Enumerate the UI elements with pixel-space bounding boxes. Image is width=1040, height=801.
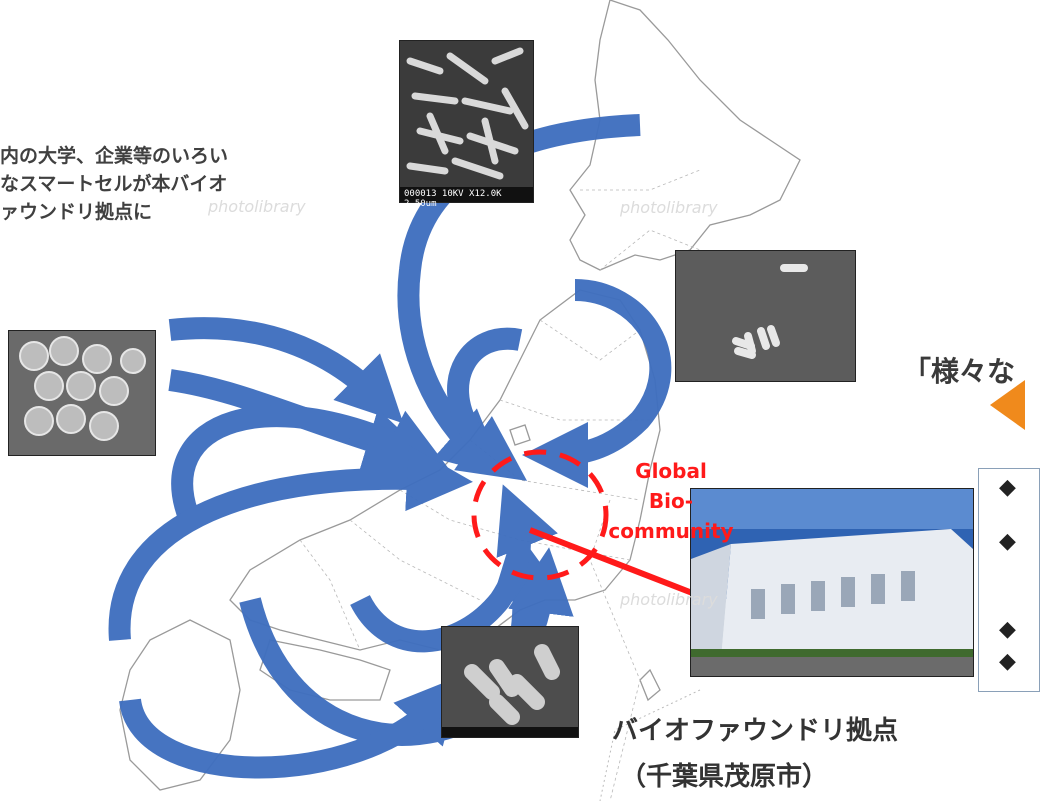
community-line-3: community <box>608 519 734 543</box>
intro-line-3: ァウンドリ拠点に <box>0 201 153 223</box>
yeast-photo <box>8 330 156 456</box>
feature-list-box: ◆ ◆ ◆ ◆ <box>978 468 1040 692</box>
foundry-name: バイオファウンドリ拠点 <box>612 716 899 746</box>
intro-line-1: 内の大学、企業等のいろい <box>0 145 229 167</box>
bullet-4: ◆ <box>999 649 1016 674</box>
intro-line-2: なスマートセルが本バイオ <box>0 173 228 195</box>
intro-text: 内の大学、企業等のいろい なスマートセルが本バイオ ァウンドリ拠点に <box>0 142 380 226</box>
arrow-loop-center <box>447 327 528 481</box>
red-arrow <box>528 527 702 599</box>
sem-caption: 000013 10KV X12.0K 2.50um <box>404 189 502 209</box>
bullet-2: ◆ <box>999 529 1016 554</box>
arrow-from-top-photo <box>397 114 641 477</box>
arrow-from-far-left-2 <box>108 445 473 641</box>
arrow-from-far-left-1 <box>171 405 450 525</box>
watermark-1: photolibrary <box>208 197 306 216</box>
bullet-1: ◆ <box>999 475 1016 500</box>
sem-photo-top: 000013 10KV X12.0K 2.50um <box>399 40 534 209</box>
arrow-from-south-2 <box>119 675 462 779</box>
community-line-2: Bio- <box>648 489 694 513</box>
coccobacilli-image <box>442 627 578 737</box>
bullet-3: ◆ <box>999 617 1016 642</box>
arrow-from-right-photo <box>522 279 672 488</box>
rod-bacteria-image <box>400 41 533 202</box>
community-line-1: Global <box>635 459 707 483</box>
sem-photo-bottom <box>441 626 579 738</box>
yeast-cells-image <box>9 331 155 455</box>
sem-photo-right <box>675 250 856 382</box>
rod-bacteria-small-image <box>676 251 855 381</box>
orange-accent <box>990 380 1025 430</box>
arrow-loop-lower <box>350 484 558 653</box>
foundry-building-photo <box>690 488 974 677</box>
foundry-city: （千葉県茂原市） <box>620 762 829 792</box>
building-image <box>691 489 973 676</box>
right-heading: 「様々な <box>903 355 1016 388</box>
watermark-3: photolibrary <box>620 590 718 609</box>
watermark-2: photolibrary <box>620 198 718 217</box>
community-circle <box>471 449 609 581</box>
global-bio-community-label: Global Bio- community <box>596 456 746 546</box>
arrow-from-left-photo-1 <box>168 317 404 424</box>
